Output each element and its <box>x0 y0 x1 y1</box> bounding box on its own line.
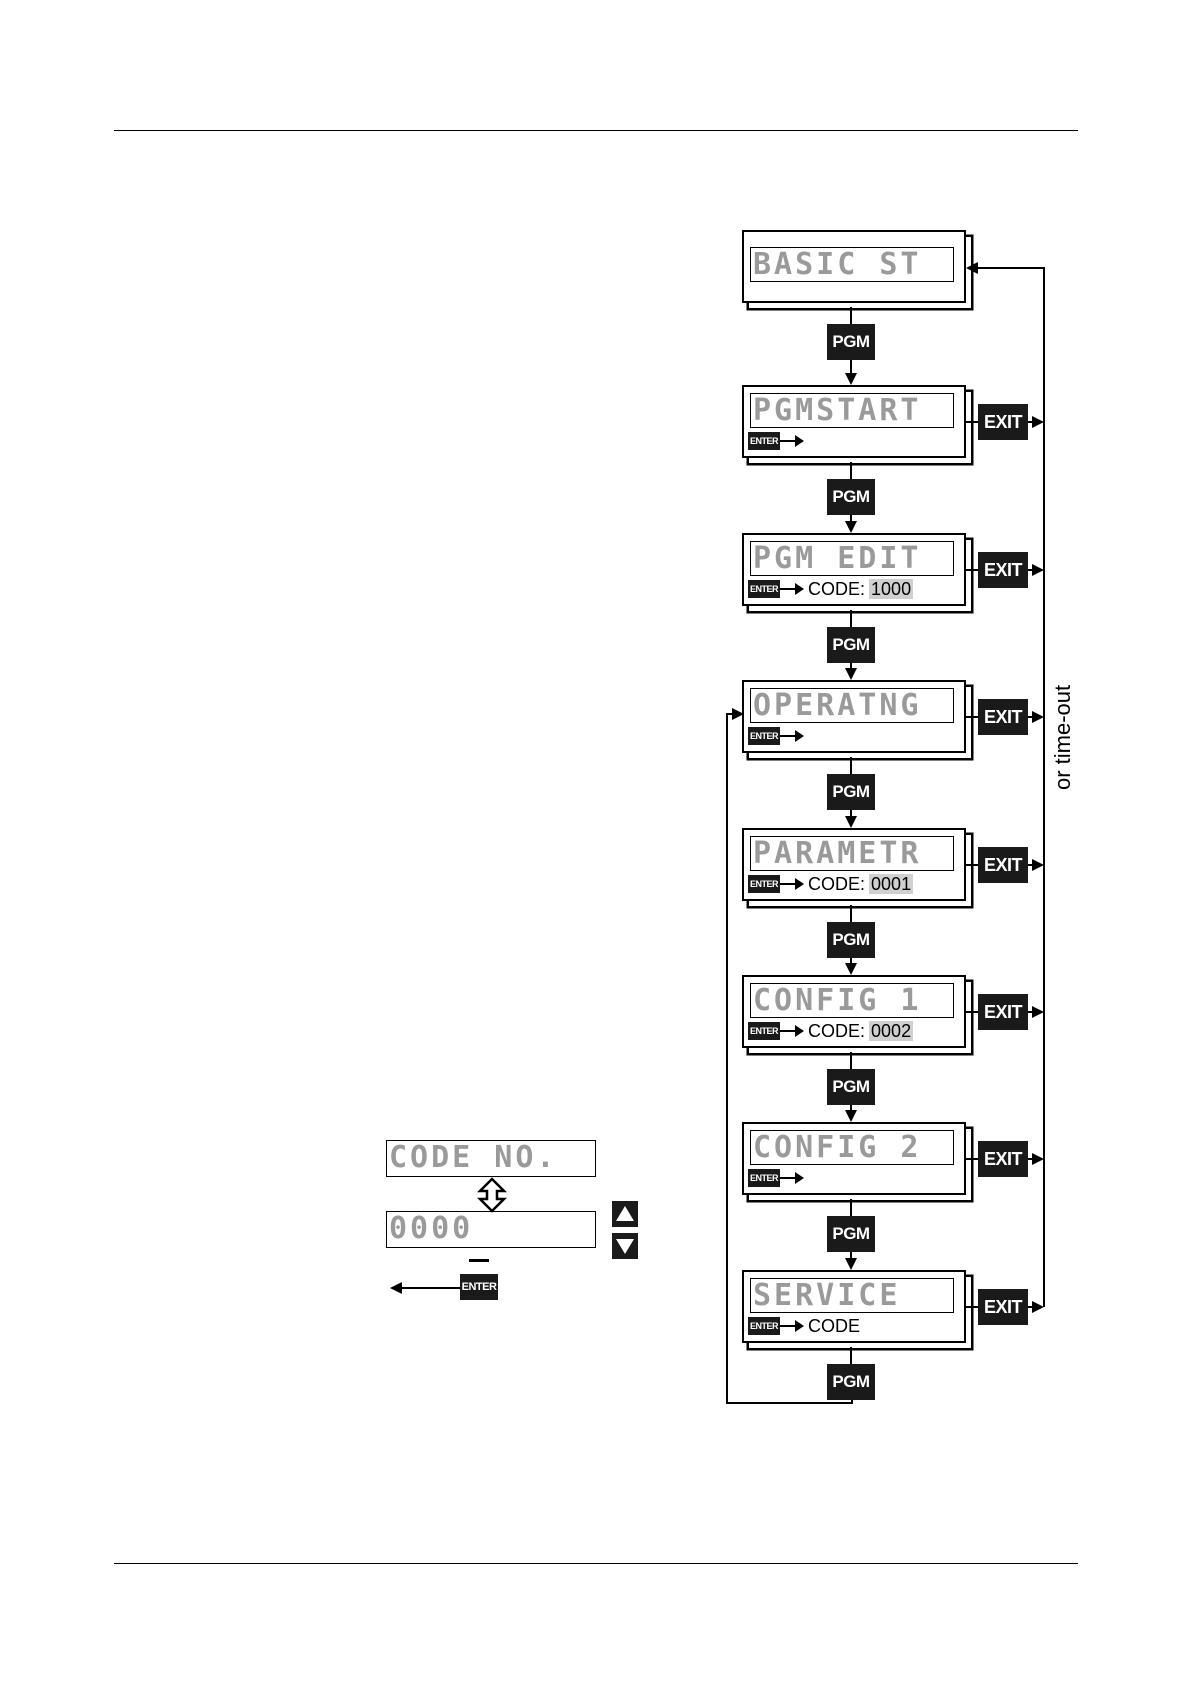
flow-arrowhead <box>845 668 857 680</box>
enter-key[interactable]: ENTER <box>748 875 780 893</box>
display-text: PGMSTART <box>750 393 954 428</box>
enter-row: ENTER CODE <box>748 1316 860 1336</box>
arrow-right-icon <box>780 735 796 737</box>
exit-connector <box>966 1306 978 1308</box>
display-text: CONFIG 2 <box>750 1130 954 1165</box>
menu-display-6: CONFIG 2 ENTER <box>742 1122 966 1195</box>
loop-back-line-bottom <box>726 1402 853 1404</box>
pgm-key[interactable]: PGM <box>827 1364 875 1400</box>
arrow-right-icon <box>780 588 796 590</box>
code-enter-key[interactable]: ENTER <box>460 1274 498 1300</box>
code-label: CODE: <box>808 1021 865 1041</box>
up-key-icon[interactable] <box>612 1201 638 1227</box>
pgm-key[interactable]: PGM <box>827 922 875 958</box>
exit-key[interactable]: EXIT <box>978 847 1028 883</box>
enter-return-line <box>400 1287 462 1289</box>
display-text: SERVICE <box>750 1278 954 1313</box>
exit-key[interactable]: EXIT <box>978 994 1028 1030</box>
exit-key[interactable]: EXIT <box>978 552 1028 588</box>
exit-key[interactable]: EXIT <box>978 404 1028 440</box>
arrow-right-icon <box>780 1030 796 1032</box>
menu-display-2: PGM EDIT ENTER CODE:1000 <box>742 533 966 606</box>
pgm-key[interactable]: PGM <box>827 774 875 810</box>
enter-key[interactable]: ENTER <box>748 727 780 745</box>
arrow-right-icon <box>780 1177 796 1179</box>
display-text: PGM EDIT <box>750 541 954 576</box>
menu-display-4: PARAMETR ENTER CODE:0001 <box>742 828 966 901</box>
exit-return-arrowhead <box>966 262 978 274</box>
arrow-right-icon <box>780 440 796 442</box>
flow-connector <box>850 462 852 479</box>
flow-connector <box>850 757 852 774</box>
enter-key[interactable]: ENTER <box>748 580 780 598</box>
code-no-display: CODE NO. <box>386 1140 596 1177</box>
arrow-right-icon <box>780 1325 796 1327</box>
header-rule <box>114 130 1078 131</box>
enter-row: ENTER <box>748 431 804 451</box>
flow-arrowhead <box>845 1258 857 1270</box>
code-value: 1000 <box>869 579 913 599</box>
menu-display-3: OPERATNG ENTER <box>742 680 966 753</box>
exit-return-line <box>1043 268 1045 1307</box>
loop-back-line-left <box>726 713 728 1404</box>
code-value: 0001 <box>869 874 913 894</box>
code-value-display: 0000 <box>386 1211 596 1248</box>
display-text: OPERATNG <box>750 688 954 723</box>
pgm-key[interactable]: PGM <box>827 324 875 360</box>
pgm-key[interactable]: PGM <box>827 1069 875 1105</box>
down-key-icon[interactable] <box>612 1233 638 1259</box>
flow-connector <box>850 1199 852 1216</box>
menu-display-7: SERVICE ENTER CODE <box>742 1270 966 1343</box>
pgm-key[interactable]: PGM <box>827 627 875 663</box>
flow-connector <box>850 1347 852 1364</box>
exit-connector <box>966 1158 978 1160</box>
loop-back-arrowhead <box>732 708 744 720</box>
flow-connector <box>850 360 852 373</box>
menu-display-1: PGMSTART ENTER <box>742 385 966 458</box>
flow-arrowhead <box>845 521 857 533</box>
flow-connector <box>850 1052 852 1069</box>
exit-key[interactable]: EXIT <box>978 699 1028 735</box>
enter-key[interactable]: ENTER <box>748 432 780 450</box>
flow-arrowhead <box>845 373 857 385</box>
cursor-underline <box>469 1259 489 1262</box>
flow-connector <box>850 307 852 324</box>
enter-row: ENTER CODE:0002 <box>748 1021 913 1041</box>
exit-connector <box>966 1011 978 1013</box>
exit-connector <box>966 421 978 423</box>
enter-key[interactable]: ENTER <box>748 1169 780 1187</box>
enter-row: ENTER <box>748 726 804 746</box>
display-text: CONFIG 1 <box>750 983 954 1018</box>
footer-rule <box>114 1563 1078 1564</box>
exit-connector <box>966 864 978 866</box>
toggle-double-arrow-icon <box>476 1177 508 1213</box>
timeout-label: or time-out <box>1050 685 1076 790</box>
flow-arrowhead <box>845 1110 857 1122</box>
code-value: 0002 <box>869 1021 913 1041</box>
code-label: CODE: <box>808 579 865 599</box>
enter-key[interactable]: ENTER <box>748 1317 780 1335</box>
code-label: CODE <box>808 1316 860 1336</box>
exit-connector <box>966 716 978 718</box>
pgm-key[interactable]: PGM <box>827 479 875 515</box>
display-text: BASIC ST <box>750 247 954 282</box>
exit-connector <box>966 569 978 571</box>
code-label: CODE: <box>808 874 865 894</box>
flow-connector <box>850 610 852 627</box>
enter-row: ENTER CODE:1000 <box>748 579 913 599</box>
exit-return-top-line <box>978 267 1045 269</box>
menu-display-0: BASIC ST <box>742 230 966 303</box>
enter-key[interactable]: ENTER <box>748 1022 780 1040</box>
pgm-key[interactable]: PGM <box>827 1216 875 1252</box>
display-text: PARAMETR <box>750 836 954 871</box>
flow-arrowhead <box>845 963 857 975</box>
enter-row: ENTER CODE:0001 <box>748 874 913 894</box>
flow-arrowhead <box>845 816 857 828</box>
arrow-right-icon <box>780 883 796 885</box>
menu-display-5: CONFIG 1 ENTER CODE:0002 <box>742 975 966 1048</box>
exit-key[interactable]: EXIT <box>978 1141 1028 1177</box>
flow-connector <box>850 905 852 922</box>
enter-row: ENTER <box>748 1168 804 1188</box>
exit-key[interactable]: EXIT <box>978 1289 1028 1325</box>
